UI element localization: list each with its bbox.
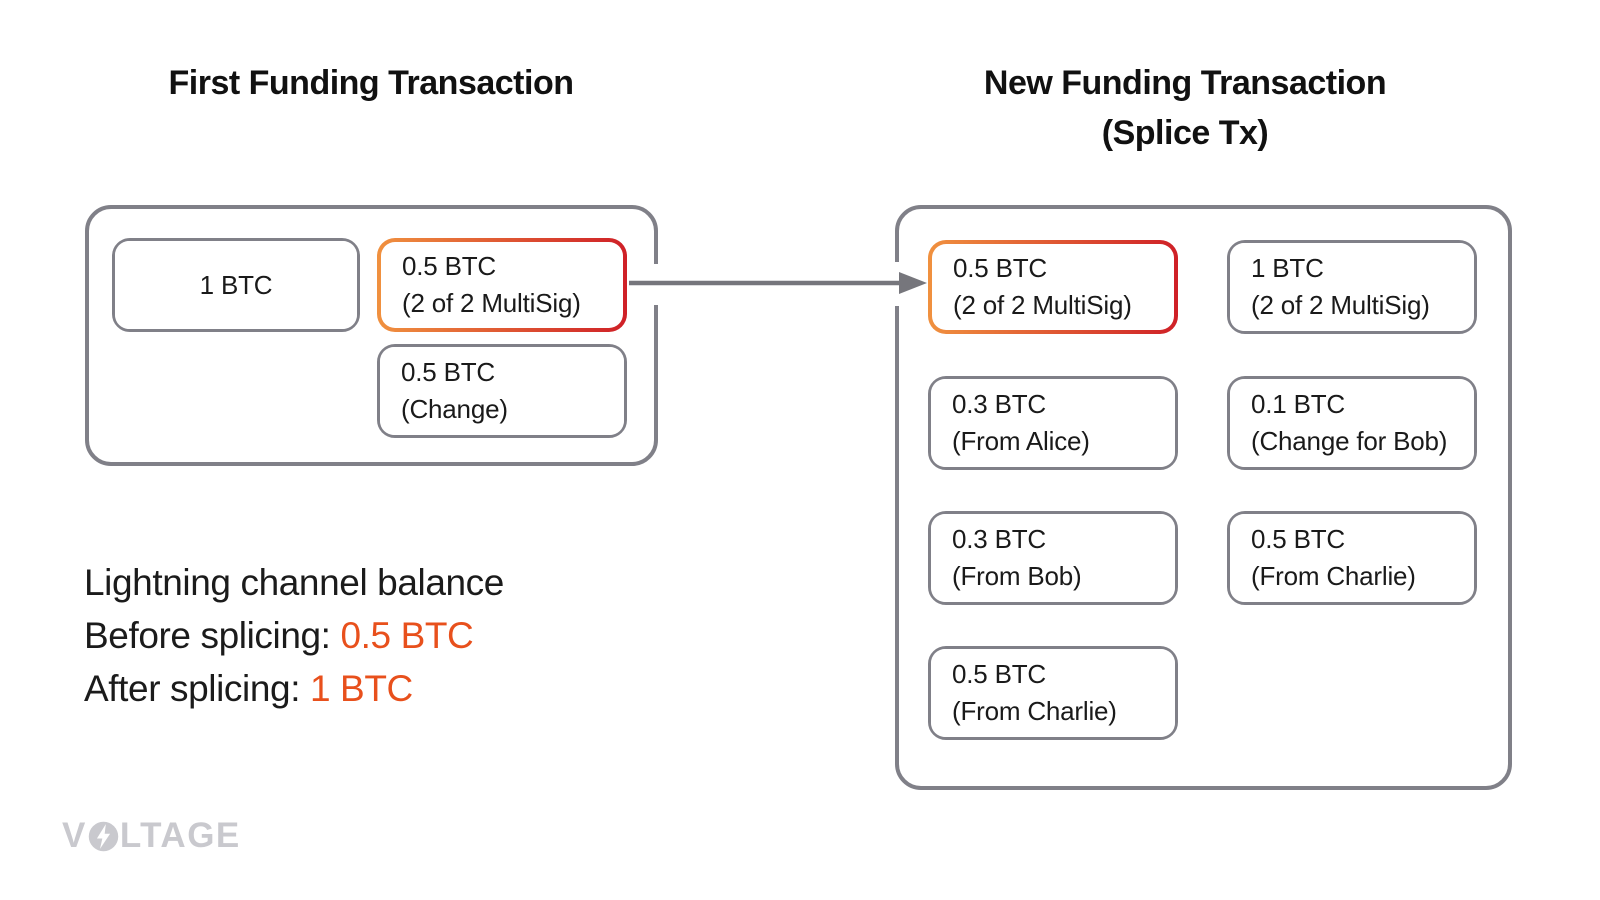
output-box-from-alice: 0.3 BTC (From Alice) <box>928 376 1178 470</box>
output-amount: 0.5 BTC <box>953 253 1047 283</box>
output-box-from-bob: 0.3 BTC (From Bob) <box>928 511 1178 605</box>
output-amount: 0.5 BTC <box>401 357 495 387</box>
voltage-bolt-icon <box>88 821 119 851</box>
output-amount: 0.3 BTC <box>952 524 1046 554</box>
output-note: (From Alice) <box>952 426 1090 456</box>
new-funding-tx-title-line1: New Funding Transaction <box>983 64 1387 102</box>
output-box-1btc: 1 BTC <box>112 238 360 332</box>
output-note: (From Charlie) <box>952 696 1117 726</box>
output-note: (From Charlie) <box>1251 561 1416 591</box>
output-amount: 1 BTC <box>199 269 273 300</box>
after-splicing-label: After splicing: <box>84 668 310 709</box>
before-splicing-value: 0.5 BTC <box>340 615 474 656</box>
output-note: (2 of 2 MultiSig) <box>402 288 581 318</box>
output-note: (2 of 2 MultiSig) <box>1251 290 1430 320</box>
new-funding-tx-title-line2: (Splice Tx) <box>1101 114 1269 152</box>
output-amount: 0.5 BTC <box>402 251 496 281</box>
output-note: (Change) <box>401 394 508 424</box>
new-funding-tx-title: New Funding Transaction (Splice Tx) <box>885 58 1485 158</box>
output-box-multisig-old: 0.5 BTC (2 of 2 MultiSig) <box>377 238 627 332</box>
output-amount: 0.3 BTC <box>952 389 1046 419</box>
output-note: (2 of 2 MultiSig) <box>953 290 1132 320</box>
first-funding-tx-title: First Funding Transaction <box>168 64 574 102</box>
splice-arrow-icon <box>629 272 927 294</box>
output-amount: 0.5 BTC <box>952 659 1046 689</box>
voltage-logo: V LTAGE <box>62 816 241 856</box>
output-box-change: 0.5 BTC (Change) <box>377 344 627 438</box>
output-box-from-charlie-right: 0.5 BTC (From Charlie) <box>1227 511 1477 605</box>
output-note: (Change for Bob) <box>1251 426 1448 456</box>
output-amount: 1 BTC <box>1251 253 1324 283</box>
caption-line1: Lightning channel balance <box>84 562 504 603</box>
output-box-change-for-bob: 0.1 BTC (Change for Bob) <box>1227 376 1477 470</box>
before-splicing-label: Before splicing: <box>84 615 341 656</box>
output-box-1btc-multisig: 1 BTC (2 of 2 MultiSig) <box>1227 240 1477 334</box>
after-splicing-value: 1 BTC <box>309 668 413 709</box>
output-amount: 0.5 BTC <box>1251 524 1345 554</box>
output-amount: 0.1 BTC <box>1251 389 1345 419</box>
output-box-multisig-new: 0.5 BTC (2 of 2 MultiSig) <box>928 240 1178 334</box>
channel-balance-caption: Lightning channel balance Before splicin… <box>84 556 504 715</box>
output-box-from-charlie-left: 0.5 BTC (From Charlie) <box>928 646 1178 740</box>
voltage-logo-v: V <box>62 816 87 855</box>
output-note: (From Bob) <box>952 561 1082 591</box>
voltage-logo-ltage: LTAGE <box>119 816 241 855</box>
caption-line2: Before splicing: 0.5 BTC <box>84 609 504 662</box>
caption-line3: After splicing: 1 BTC <box>84 662 504 715</box>
